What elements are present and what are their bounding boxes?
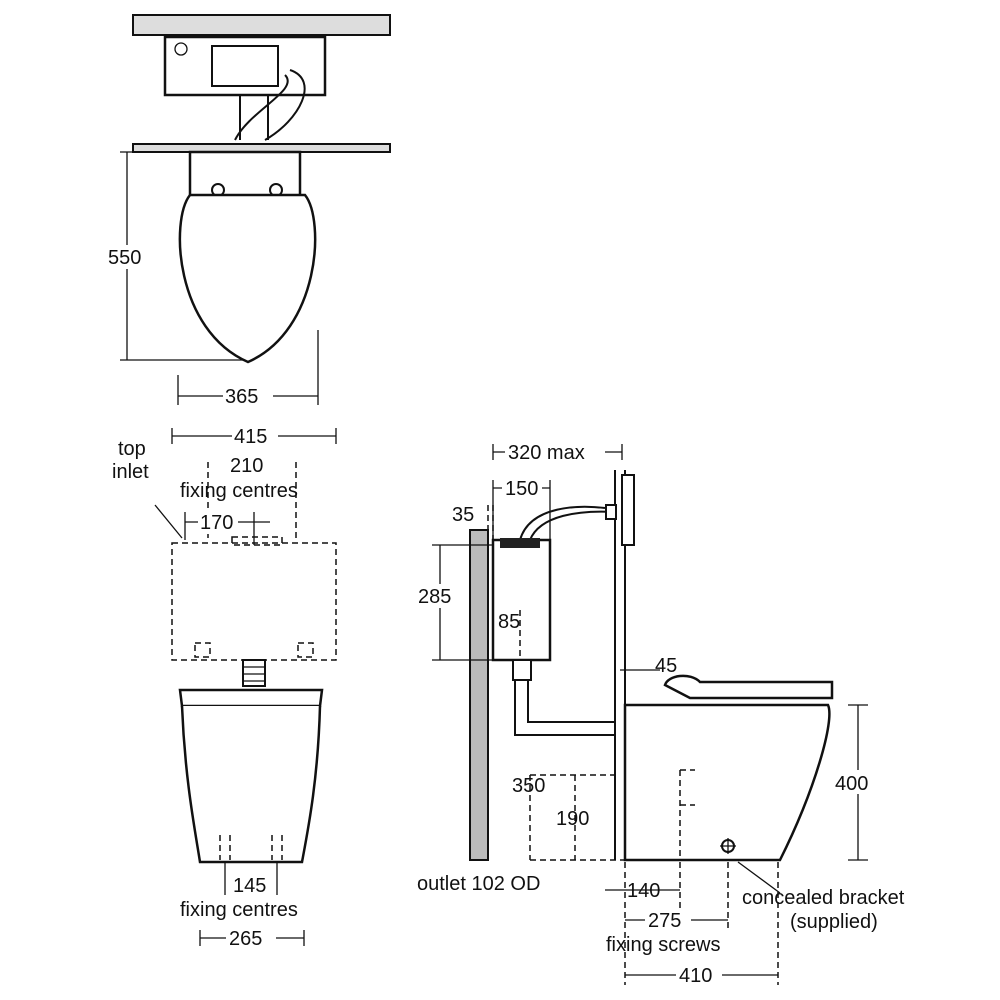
side-pan [623, 703, 831, 862]
fixing-centres-top-value: 210 [230, 455, 263, 477]
outlet-offset-label: 85 [498, 611, 520, 633]
screw-distance-label: 275 [648, 910, 681, 932]
pan-back [188, 150, 302, 199]
top-inlet-label-2: inlet [112, 461, 149, 483]
screw-offset-label: 140 [627, 880, 660, 902]
front-pan [180, 705, 322, 864]
pan-height-label: 400 [835, 773, 868, 795]
fixing-centres-bottom-label: fixing centres [180, 899, 298, 921]
inlet-offset-label: 170 [200, 512, 233, 534]
valve-icon [174, 42, 188, 56]
outlet-centre-label: 190 [556, 808, 589, 830]
seat-offset-label: 45 [655, 655, 677, 677]
bracket-label: concealed bracket [742, 887, 905, 909]
plan-depth-label: 550 [108, 247, 141, 269]
control-panel [211, 45, 279, 87]
fixing-centres-bottom-value: 145 [233, 875, 266, 897]
cistern-width-label: 415 [234, 426, 267, 448]
plan-width-label: 365 [225, 386, 258, 408]
stud-wall [469, 529, 489, 861]
base-width-label: 265 [229, 928, 262, 950]
cistern-depth-label: 150 [505, 478, 538, 500]
top-inlet-label: top [118, 438, 146, 460]
side-cistern [491, 538, 552, 662]
cistern-height-label: 285 [418, 586, 451, 608]
outlet-height-label: 350 [512, 775, 545, 797]
pipes [234, 69, 306, 141]
side-view: 320 max 150 35 285 85 45 400 350 190 out… [415, 440, 905, 987]
flush-pipe [514, 680, 615, 736]
flush-plate [621, 474, 635, 546]
side-seat [663, 674, 834, 700]
screw-label: fixing screws [606, 934, 720, 956]
seat-plan [178, 193, 317, 364]
wall-gap-label: 35 [452, 504, 474, 526]
max-depth-label: 320 max [508, 442, 585, 464]
fixing-centres-top-label: fixing centres [180, 480, 298, 502]
wall-top [132, 14, 391, 36]
bracket-supplied-label: (supplied) [790, 911, 878, 933]
pan-length-label: 410 [679, 965, 712, 987]
flush-connector [242, 659, 266, 687]
plan-view: 550 365 [105, 14, 391, 408]
front-seat [178, 688, 324, 708]
outlet-label: outlet 102 OD [417, 873, 540, 895]
front-view: 415 top inlet 210 fixing centres 170 145… [112, 424, 337, 950]
